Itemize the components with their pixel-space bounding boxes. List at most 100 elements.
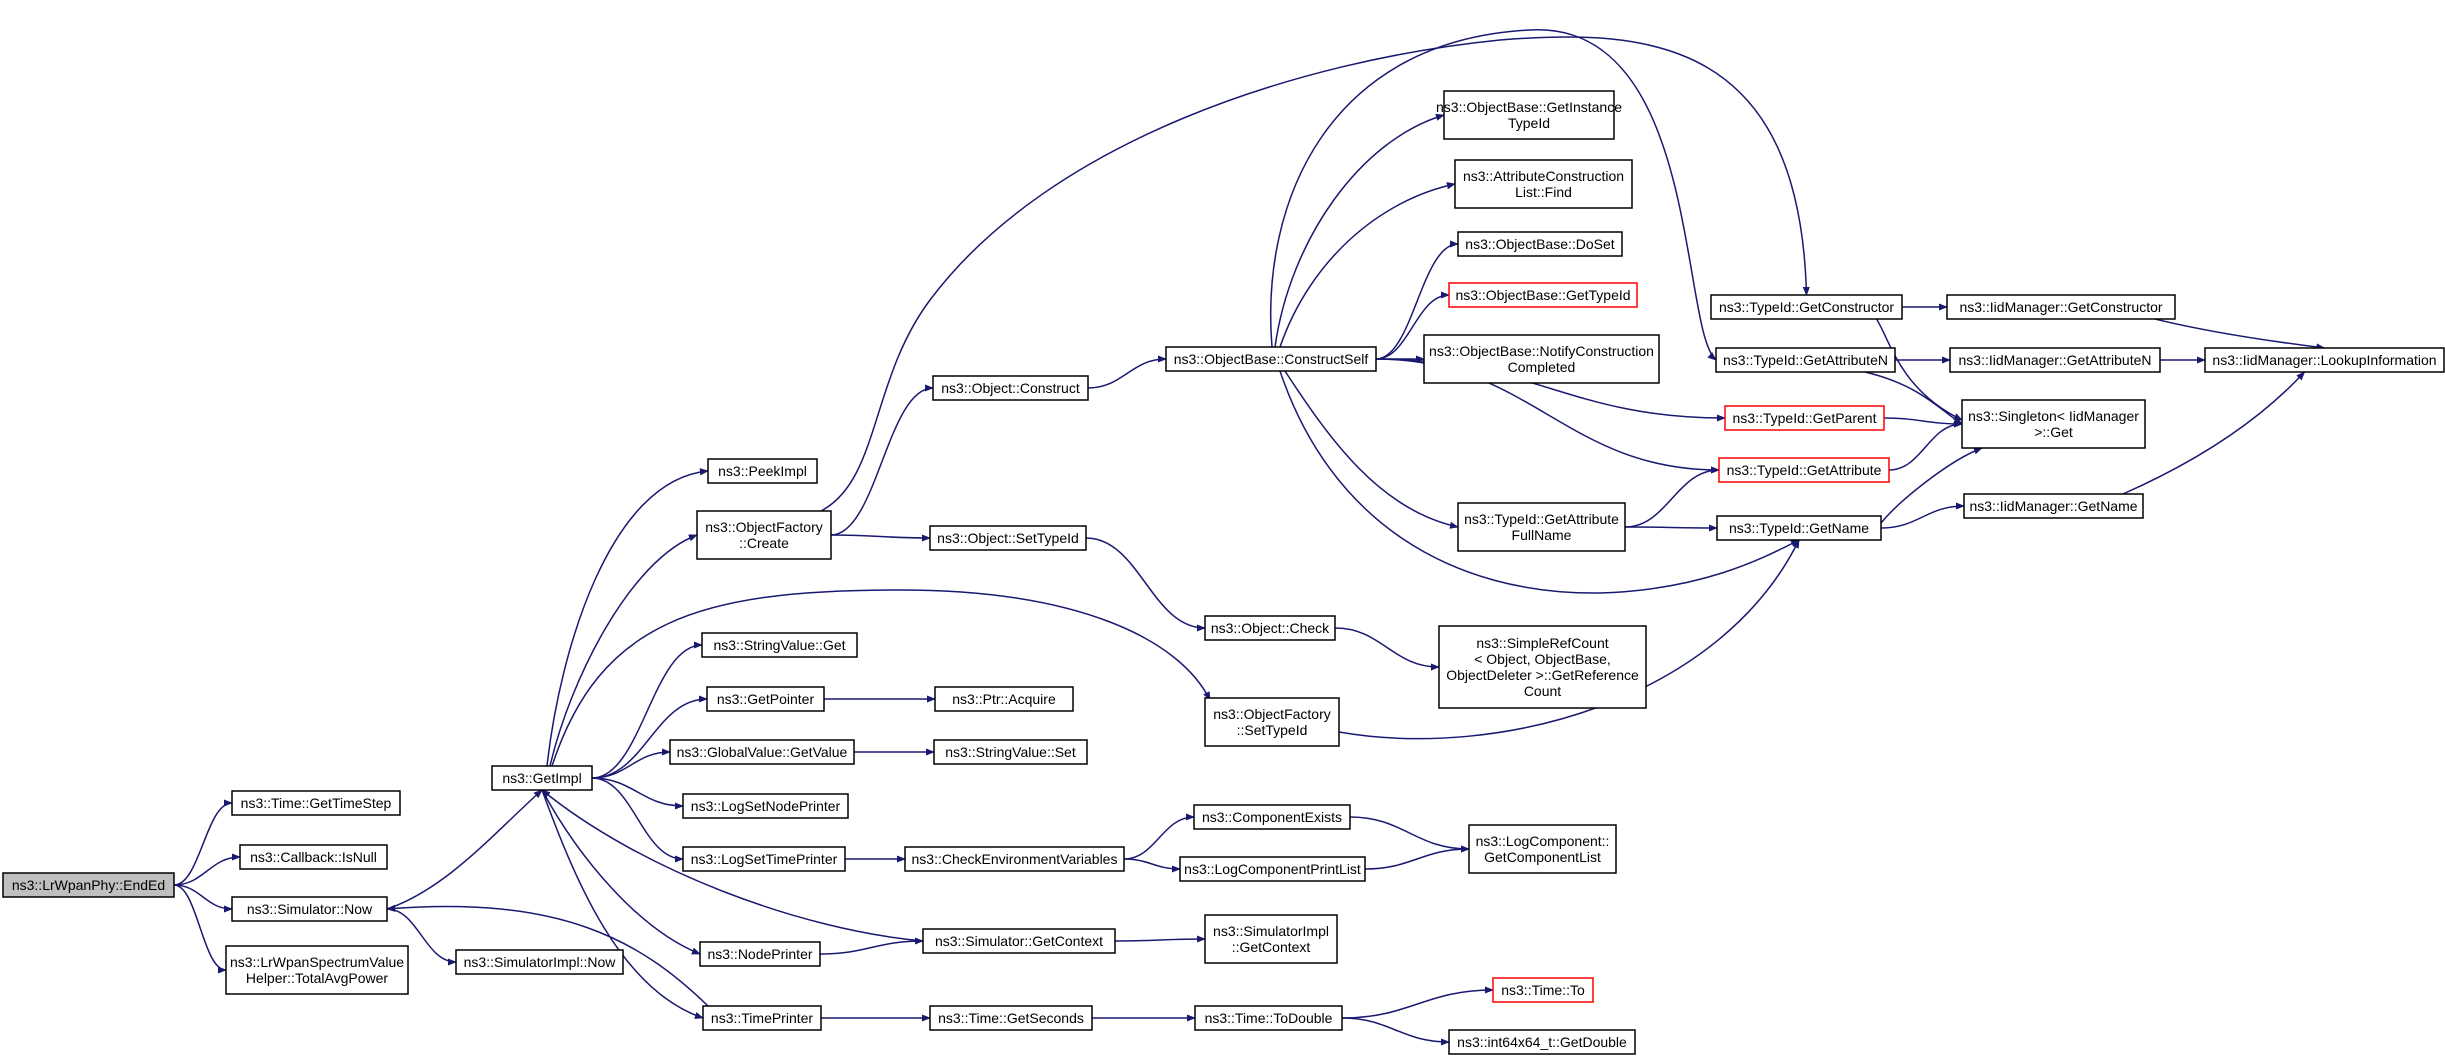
node-label: GetComponentList bbox=[1484, 849, 1601, 865]
node-tidGetName[interactable]: ns3::TypeId::GetName bbox=[1716, 515, 1882, 541]
node-label: ns3::GetPointer bbox=[717, 691, 815, 707]
edge-endEd-to-simNow bbox=[173, 884, 233, 913]
node-simImplNow[interactable]: ns3::SimulatorImpl::Now bbox=[455, 949, 624, 975]
edge-tidGetConstructor-to-singletonGet bbox=[1875, 318, 1963, 421]
node-totalAvgPower[interactable]: ns3::LrWpanSpectrumValueHelper::TotalAvg… bbox=[225, 945, 409, 995]
edge-objSetTypeId-to-objCheck bbox=[1085, 537, 1206, 632]
node-checkEnv[interactable]: ns3::CheckEnvironmentVariables bbox=[904, 846, 1125, 872]
node-box bbox=[702, 1005, 822, 1031]
node-simImplGetContext[interactable]: ns3::SimulatorImpl::GetContext bbox=[1204, 914, 1338, 964]
node-label: ns3::TypeId::GetAttributeN bbox=[1723, 352, 1888, 368]
node-simNow[interactable]: ns3::Simulator::Now bbox=[231, 896, 388, 922]
node-endEd[interactable]: ns3::LrWpanPhy::EndEd bbox=[2, 872, 175, 898]
node-objSetTypeId[interactable]: ns3::Object::SetTypeId bbox=[929, 525, 1087, 551]
node-box bbox=[239, 844, 388, 870]
node-label: ns3::Time::ToDouble bbox=[1205, 1010, 1333, 1026]
edge-checkEnv-to-logCompPrintList bbox=[1123, 858, 1181, 873]
node-box bbox=[225, 945, 409, 995]
edge-ofCreate-to-objConstruct bbox=[830, 384, 934, 536]
node-logSetTimePrinter[interactable]: ns3::LogSetTimePrinter bbox=[682, 846, 846, 872]
node-box bbox=[1204, 914, 1338, 964]
node-label: ns3::PeekImpl bbox=[718, 463, 807, 479]
node-svGet[interactable]: ns3::StringValue::Get bbox=[701, 632, 858, 658]
node-box bbox=[1468, 824, 1617, 874]
node-timePrinter[interactable]: ns3::TimePrinter bbox=[702, 1005, 822, 1031]
node-label: ns3::TimePrinter bbox=[711, 1010, 814, 1026]
node-label: ns3::ObjectBase::ConstructSelf bbox=[1174, 351, 1369, 367]
node-timeToDouble[interactable]: ns3::Time::ToDouble bbox=[1194, 1005, 1343, 1031]
node-label: ns3::IidManager::GetConstructor bbox=[1959, 299, 2162, 315]
node-label: ns3::GetImpl bbox=[502, 770, 581, 786]
node-simGetContext[interactable]: ns3::Simulator::GetContext bbox=[922, 928, 1116, 954]
edge-objConstruct-to-constructSelf bbox=[1087, 355, 1167, 389]
node-tidGetAttributeN[interactable]: ns3::TypeId::GetAttributeN bbox=[1715, 347, 1896, 373]
node-isNull[interactable]: ns3::Callback::IsNull bbox=[239, 844, 388, 870]
node-tidGetParent[interactable]: ns3::TypeId::GetParent bbox=[1724, 405, 1885, 431]
node-box bbox=[231, 896, 388, 922]
node-imGetAttributeN[interactable]: ns3::IidManager::GetAttributeN bbox=[1949, 347, 2161, 373]
edge-tidGetName-to-singletonGet bbox=[1880, 447, 1983, 524]
node-label: ns3::LogComponentPrintList bbox=[1184, 861, 1361, 877]
edge-nodePrinter-to-simGetContext bbox=[819, 937, 924, 955]
node-label: ns3::Object::Check bbox=[1211, 620, 1330, 636]
node-label: ns3::NodePrinter bbox=[707, 946, 812, 962]
node-label: >::Get bbox=[2034, 424, 2073, 440]
edge-endEd-to-totalAvgPower bbox=[173, 884, 227, 974]
node-label: List::Find bbox=[1515, 184, 1572, 200]
node-timeGetSeconds[interactable]: ns3::Time::GetSeconds bbox=[929, 1005, 1093, 1031]
node-label: ns3::Time::GetSeconds bbox=[938, 1010, 1084, 1026]
node-objConstruct[interactable]: ns3::Object::Construct bbox=[932, 375, 1089, 401]
node-label: ns3::TypeId::GetName bbox=[1729, 520, 1869, 536]
node-objCheck[interactable]: ns3::Object::Check bbox=[1204, 615, 1336, 641]
node-logCompPrintList[interactable]: ns3::LogComponentPrintList bbox=[1179, 856, 1366, 882]
node-tidGetConstructor[interactable]: ns3::TypeId::GetConstructor bbox=[1710, 294, 1903, 320]
node-box bbox=[1204, 615, 1336, 641]
node-int64GetDouble[interactable]: ns3::int64x64_t::GetDouble bbox=[1448, 1029, 1636, 1055]
node-timeTo[interactable]: ns3::Time::To bbox=[1492, 977, 1594, 1003]
node-gvGetValue[interactable]: ns3::GlobalValue::GetValue bbox=[669, 739, 855, 765]
node-getTimeStep[interactable]: ns3::Time::GetTimeStep bbox=[231, 790, 401, 816]
node-label: ns3::ObjectBase::GetTypeId bbox=[1455, 287, 1630, 303]
node-box bbox=[706, 686, 825, 712]
node-obDoSet[interactable]: ns3::ObjectBase::DoSet bbox=[1457, 231, 1623, 257]
node-label: ns3::TypeId::GetAttribute bbox=[1464, 511, 1619, 527]
edge-logCompPrintList-to-lcGetComponentList bbox=[1364, 845, 1470, 870]
node-peekImpl[interactable]: ns3::PeekImpl bbox=[707, 458, 818, 484]
edge-getImpl-to-ofSetTypeId bbox=[551, 589, 1211, 767]
node-ofSetTypeId[interactable]: ns3::ObjectFactory::SetTypeId bbox=[1204, 697, 1340, 747]
node-imLookup[interactable]: ns3::IidManager::LookupInformation bbox=[2204, 347, 2445, 373]
node-ofCreate[interactable]: ns3::ObjectFactory::Create bbox=[696, 510, 832, 560]
node-label: Count bbox=[1524, 683, 1561, 699]
node-box bbox=[699, 941, 821, 967]
node-logSetNodePrinter[interactable]: ns3::LogSetNodePrinter bbox=[682, 793, 849, 819]
edge-getImpl-to-nodePrinter bbox=[541, 789, 701, 955]
node-getPointer[interactable]: ns3::GetPointer bbox=[706, 686, 825, 712]
node-imGetName[interactable]: ns3::IidManager::GetName bbox=[1963, 493, 2144, 519]
edge-tidGetAttribute-to-singletonGet bbox=[1888, 420, 1963, 471]
node-lcGetComponentList[interactable]: ns3::LogComponent::GetComponentList bbox=[1468, 824, 1617, 874]
node-constructSelf[interactable]: ns3::ObjectBase::ConstructSelf bbox=[1165, 346, 1377, 372]
nodes: ns3::LrWpanPhy::EndEd ns3::Time::GetTimeS… bbox=[2, 90, 2445, 1055]
edge-getAttrFullName-to-tidGetName bbox=[1624, 524, 1718, 532]
node-tidGetAttribute[interactable]: ns3::TypeId::GetAttribute bbox=[1718, 457, 1890, 483]
edge-constructSelf-to-getAttrFullName bbox=[1284, 370, 1459, 529]
node-nodePrinter[interactable]: ns3::NodePrinter bbox=[699, 941, 821, 967]
node-label: FullName bbox=[1512, 527, 1572, 543]
node-notifyConstruction[interactable]: ns3::ObjectBase::NotifyConstructionCompl… bbox=[1423, 334, 1660, 384]
node-componentExists[interactable]: ns3::ComponentExists bbox=[1193, 804, 1351, 830]
node-getImpl[interactable]: ns3::GetImpl bbox=[491, 765, 593, 791]
node-svSet[interactable]: ns3::StringValue::Set bbox=[933, 739, 1088, 765]
edge-simGetContext-to-simImplGetContext bbox=[1114, 935, 1206, 943]
node-box bbox=[696, 510, 832, 560]
node-imGetConstructor[interactable]: ns3::IidManager::GetConstructor bbox=[1946, 294, 2176, 320]
edge-tidGetName-to-imGetName bbox=[1880, 502, 1965, 529]
node-obGetTypeId[interactable]: ns3::ObjectBase::GetTypeId bbox=[1448, 282, 1638, 308]
node-label: ns3::int64x64_t::GetDouble bbox=[1457, 1034, 1627, 1050]
node-singletonGet[interactable]: ns3::Singleton< IidManager>::Get bbox=[1961, 399, 2146, 449]
node-ptrAcquire[interactable]: ns3::Ptr::Acquire bbox=[934, 686, 1074, 712]
node-simpleRefCount[interactable]: ns3::SimpleRefCount< Object, ObjectBase,… bbox=[1438, 625, 1647, 709]
